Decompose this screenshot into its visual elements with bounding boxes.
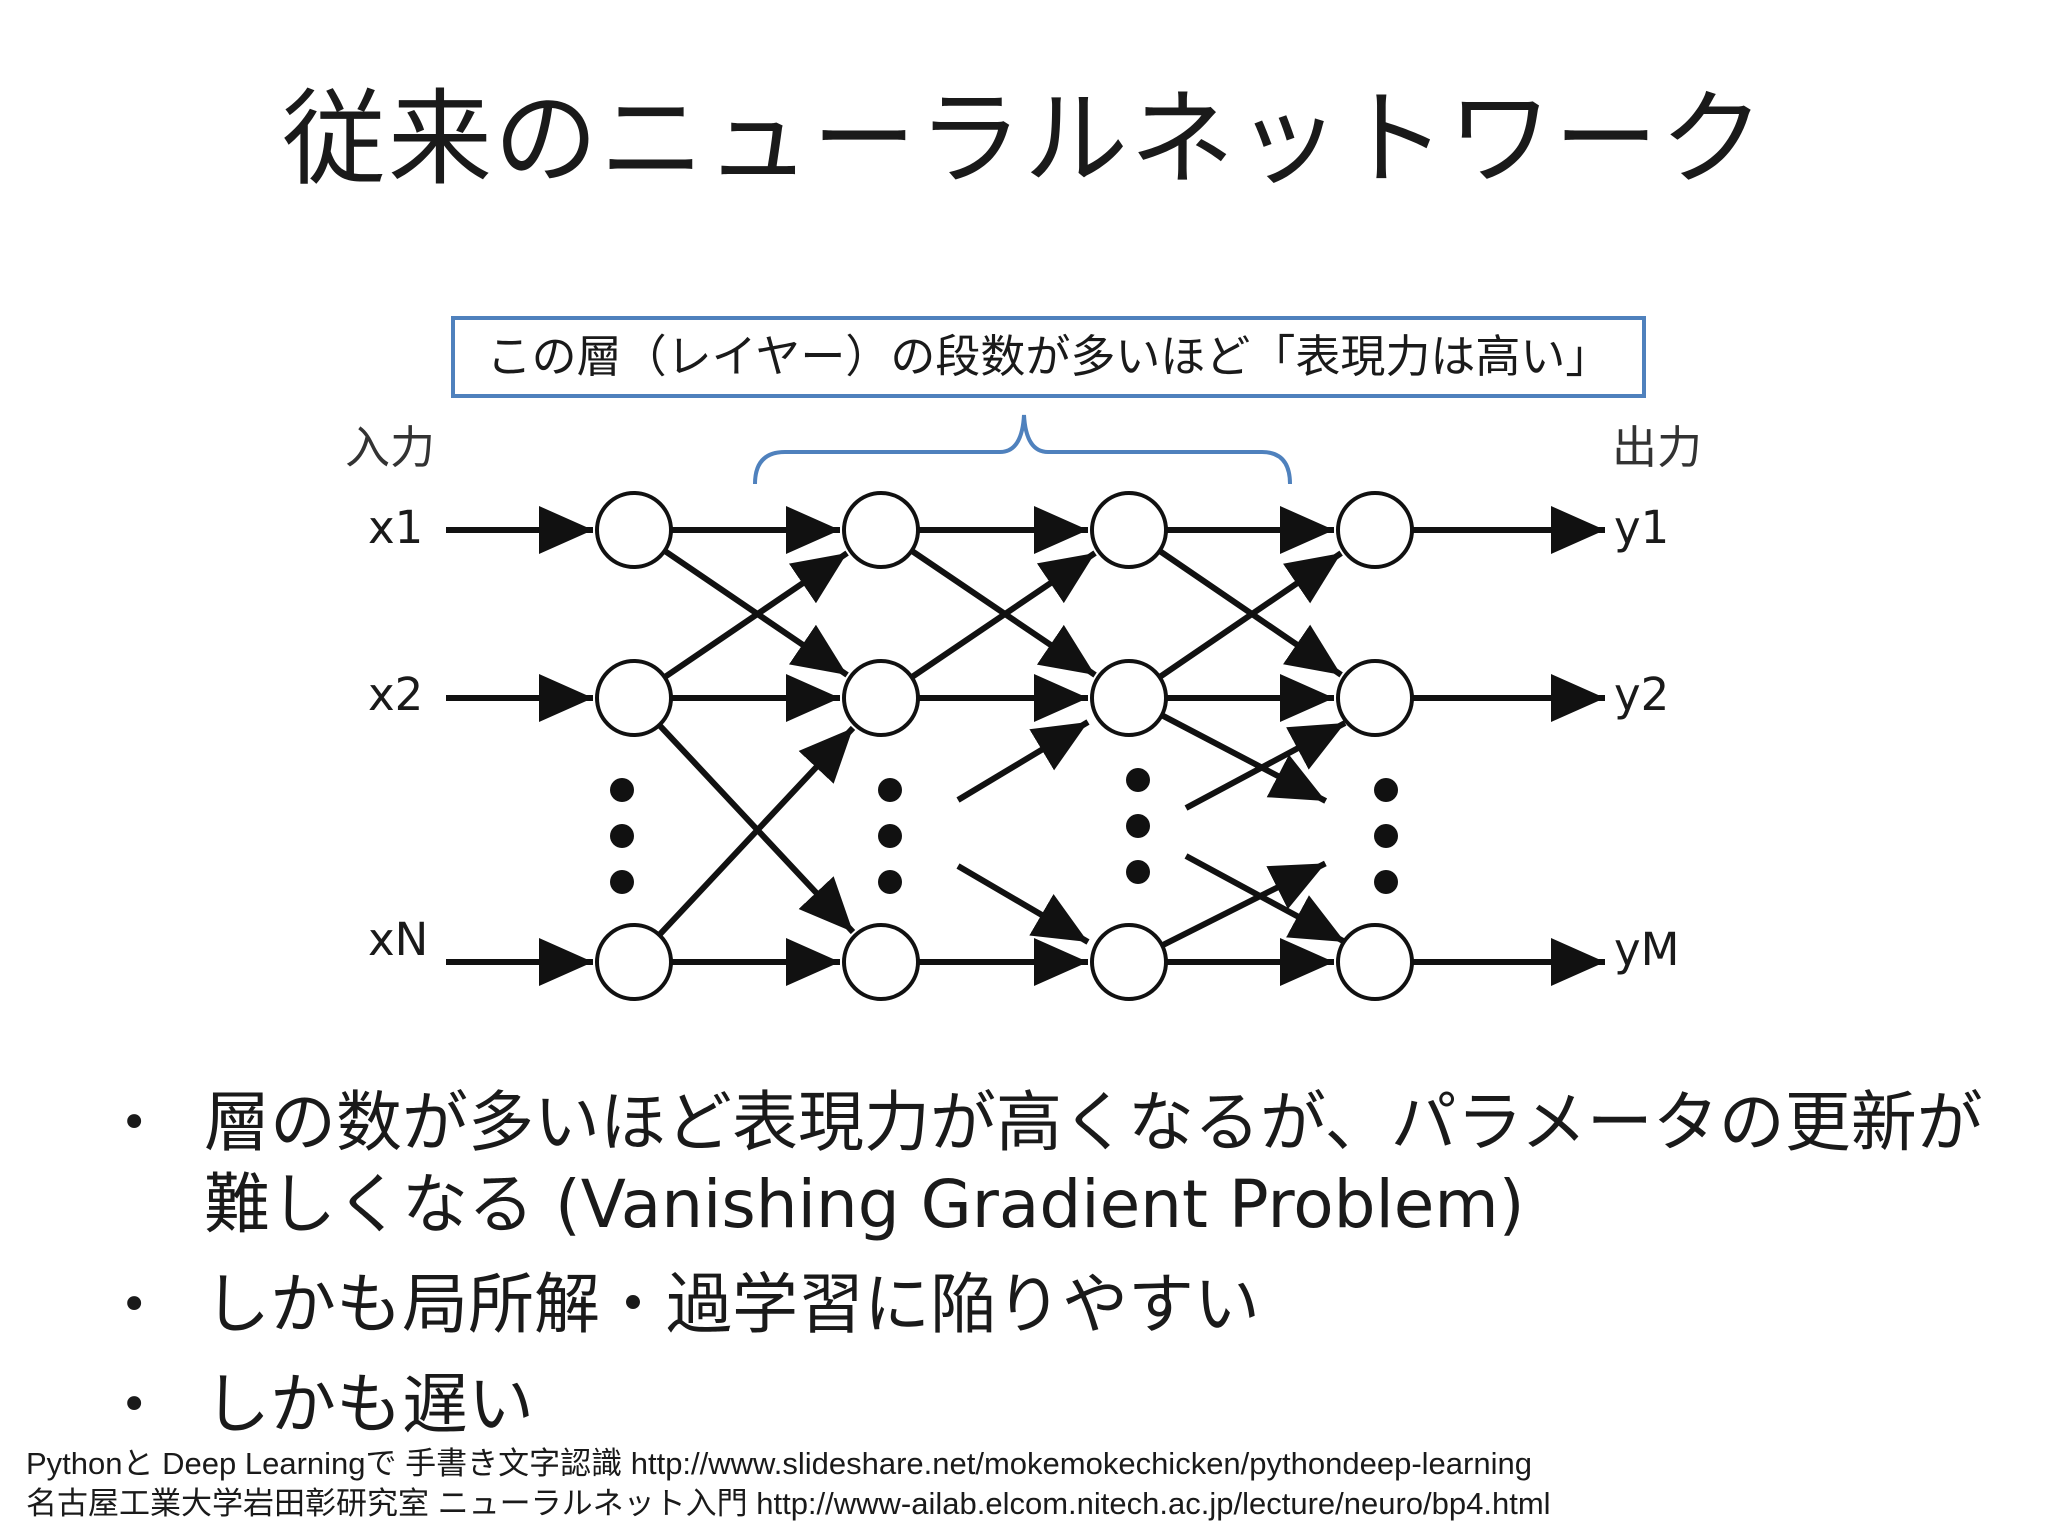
- references: Pythonと Deep Learningで 手書き文字認識 http://ww…: [26, 1444, 2026, 1524]
- connection-arrow: [1160, 860, 1327, 949]
- connection-arrow: [956, 719, 1090, 803]
- neuron: [842, 491, 920, 569]
- neuron: [842, 923, 920, 1001]
- input-label-x1: x1: [368, 501, 423, 554]
- page-title: 従来のニューラルネットワーク: [281, 78, 1766, 200]
- input-label-xn: xN: [368, 913, 428, 966]
- neurons: [595, 491, 1414, 1001]
- input-header: 入力: [345, 421, 435, 474]
- bullet-item: • 層の数が多いほど表現力が高くなるが、パラメータの更新が難しくなる (Vani…: [118, 1082, 1998, 1246]
- output-label-y1: y1: [1614, 501, 1669, 554]
- neuron: [842, 659, 920, 737]
- ellipsis-dot: [878, 824, 902, 848]
- neuron: [1090, 659, 1168, 737]
- bullet-item: • しかも遅い: [118, 1364, 1998, 1446]
- neuron: [1090, 491, 1168, 569]
- ellipsis-dot: [1126, 768, 1150, 792]
- ellipsis-dots: [610, 768, 1398, 894]
- connection-arrow: [1157, 550, 1343, 680]
- bullet-dot: •: [120, 1095, 149, 1151]
- bullet-list: • 層の数が多いほど表現力が高くなるが、パラメータの更新が難しくなる (Vani…: [118, 1082, 1998, 1464]
- neuron: [1336, 491, 1414, 569]
- bullet-text: 層の数が多いほど表現力が高くなるが、パラメータの更新が難しくなる (Vanish…: [204, 1084, 1983, 1243]
- connection-arrow: [1160, 712, 1328, 804]
- layer-callout-box: この層（レイヤー）の段数が多いほど「表現力は高い」: [451, 316, 1646, 398]
- reference-line: 名古屋工業大学岩田彰研究室 ニューラルネット入門 http://www-aila…: [26, 1486, 1551, 1521]
- ellipsis-dot: [1374, 824, 1398, 848]
- connection-arrow: [956, 863, 1090, 945]
- ellipsis-dot: [610, 778, 634, 802]
- ellipsis-dot: [1126, 860, 1150, 884]
- ellipsis-dot: [610, 824, 634, 848]
- neuron: [1336, 923, 1414, 1001]
- connection-arrow: [662, 550, 849, 680]
- neuron: [595, 491, 673, 569]
- connection-arrows: [446, 506, 1605, 986]
- ellipsis-dot: [878, 778, 902, 802]
- neuron: [1336, 659, 1414, 737]
- hidden-layer-brace: [753, 414, 1292, 485]
- bullet-text: しかも局所解・過学習に陥りやすい: [204, 1266, 1260, 1343]
- neuron: [595, 923, 673, 1001]
- ellipsis-dot: [610, 870, 634, 894]
- ellipsis-dot: [1374, 870, 1398, 894]
- output-header: 出力: [1612, 421, 1702, 474]
- bullet-item: • しかも局所解・過学習に陥りやすい: [118, 1264, 1998, 1346]
- input-label-x2: x2: [368, 668, 423, 721]
- ellipsis-dot: [1374, 778, 1398, 802]
- bullet-text: しかも遅い: [204, 1366, 534, 1443]
- reference-line: Pythonと Deep Learningで 手書き文字認識 http://ww…: [26, 1446, 1532, 1481]
- connection-arrow: [909, 550, 1097, 680]
- connection-arrow: [1184, 853, 1347, 945]
- neuron: [1090, 923, 1168, 1001]
- bullet-dot: •: [120, 1377, 149, 1433]
- bullet-dot: •: [120, 1277, 149, 1333]
- connection-arrow: [1184, 720, 1347, 811]
- ellipsis-dot: [1126, 814, 1150, 838]
- neuron: [595, 659, 673, 737]
- ellipsis-dot: [878, 870, 902, 894]
- output-label-y2: y2: [1614, 668, 1669, 721]
- connection-arrow: [657, 725, 856, 938]
- output-label-ym: yM: [1614, 923, 1679, 976]
